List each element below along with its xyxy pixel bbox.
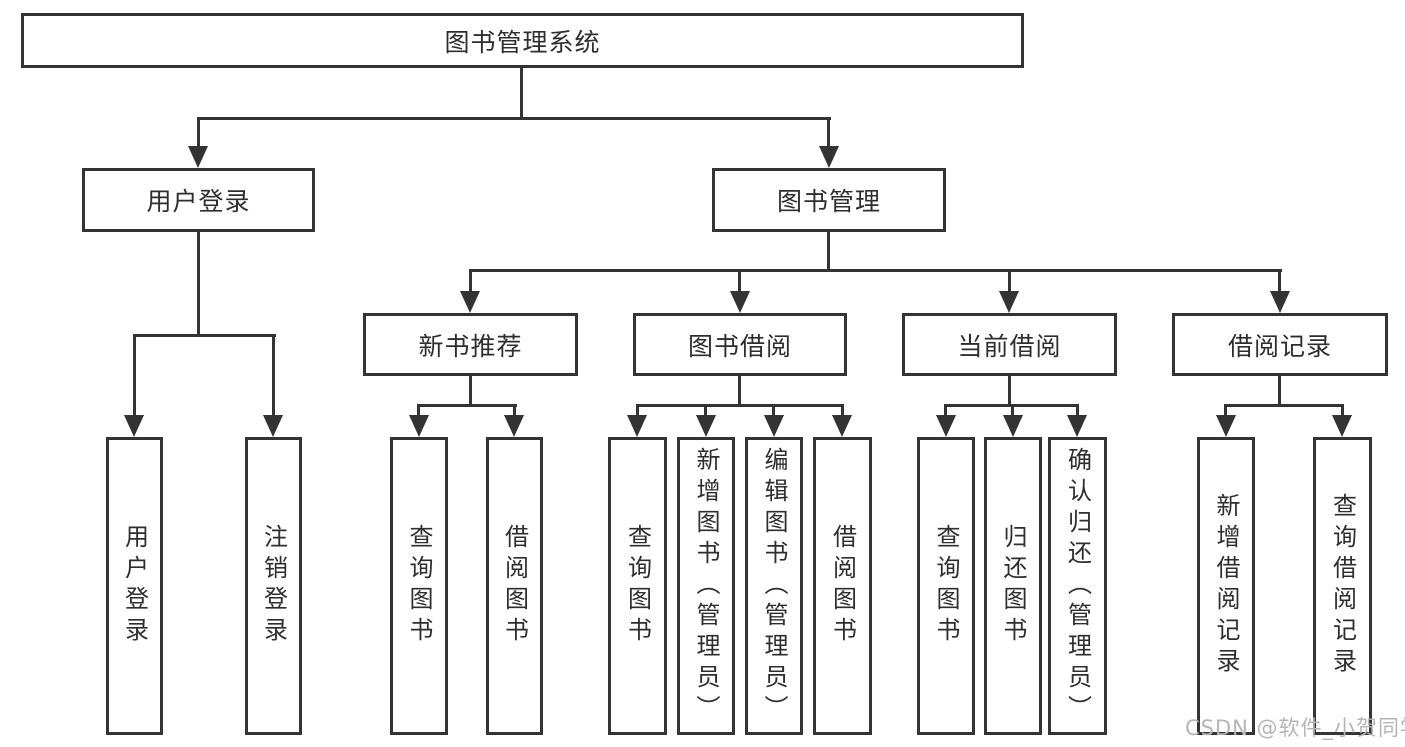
arrowhead-cb-query [936,415,956,437]
connector-to-cb-query [944,404,947,415]
leaf-label: 注销登录 [259,524,288,648]
leaf-label: 编辑图书（管理员） [760,446,788,726]
arrowhead-book-borrowing [730,291,750,313]
node-book-borrowing: 图书借阅 [633,313,847,376]
connector-to-cb-return [1011,404,1014,415]
connector-to-cb-confirm [1076,404,1079,415]
node-borrowing-records: 借阅记录 [1172,313,1388,376]
leaf-logout: 注销登录 [245,437,302,735]
arrowhead-bb-query [627,415,647,437]
leaf-current-return-books: 归还图书 [984,437,1042,735]
leaf-recommend-query-books: 查询图书 [390,437,448,735]
connector-to-bb-add [704,404,707,415]
connector-to-bb-borrow [841,404,844,415]
connector-to-logout [272,334,275,415]
leaf-current-query-books: 查询图书 [917,437,975,735]
connector-book-mgmt-hbar [469,269,1282,272]
connector-book-mgmt-drop [827,232,830,272]
arrowhead-borrowing-records [1270,291,1290,313]
connector-root-hbar [197,117,831,120]
leaf-current-confirm-return-admin: 确认归还（管理员） [1048,437,1107,735]
node-user-login: 用户登录 [82,168,315,232]
node-root-library-system: 图书管理系统 [21,13,1024,68]
arrowhead-br-query [1332,415,1352,437]
connector-to-bb-query [636,404,639,415]
connector-to-book-management [827,117,830,146]
arrowhead-br-add [1216,415,1236,437]
leaf-records-add-record: 新增借阅记录 [1197,437,1255,735]
arrowhead-rec-borrow [504,415,524,437]
connector-to-book-borrowing [738,269,741,291]
connector-current-drop [1008,376,1011,407]
leaf-label: 查询借阅记录 [1328,493,1357,679]
arrowhead-user-login [188,146,208,168]
connector-root-drop [520,68,523,120]
arrowhead-book-management [819,146,839,168]
connector-user-login-drop [197,232,200,337]
leaf-borrowing-query-books: 查询图书 [608,437,667,735]
arrowhead-rec-query [409,415,429,437]
connector-recommend-drop [469,376,472,407]
leaf-label: 查询图书 [405,524,433,648]
connector-to-user-login [197,117,200,146]
connector-to-bb-edit [772,404,775,415]
connector-to-current-borrowing [1008,269,1011,291]
leaf-recommend-borrow-books: 借阅图书 [486,437,543,735]
connector-records-hbar [1224,404,1344,407]
leaf-label: 确认归还（管理员） [1063,446,1092,726]
connector-to-rec-borrow [513,404,516,415]
leaf-label: 查询图书 [623,524,652,648]
connector-to-rec-query [417,404,420,415]
connector-to-new-book-recommend [469,269,472,291]
node-book-management: 图书管理 [712,168,946,232]
connector-to-br-query [1341,404,1344,415]
leaf-label: 借阅图书 [828,524,857,648]
leaf-label: 新增借阅记录 [1212,493,1240,679]
connector-borrowing-hbar [636,404,844,407]
leaf-records-query-record: 查询借阅记录 [1313,437,1372,735]
arrowhead-cb-return [1003,415,1023,437]
csdn-watermark: CSDN @软件_小贺同学 [1185,716,1405,740]
arrowhead-new-book-recommend [460,291,480,313]
arrowhead-bb-edit [764,415,784,437]
leaf-label: 新增图书（管理员） [692,446,720,726]
arrowhead-current-borrowing [999,291,1019,313]
arrowhead-logout [263,415,283,437]
connector-to-br-add [1224,404,1227,415]
node-new-book-recommend: 新书推荐 [363,313,578,376]
connector-borrowing-drop [738,376,741,407]
arrowhead-login [124,415,144,437]
leaf-label: 用户登录 [120,524,149,648]
leaf-borrowing-add-books-admin: 新增图书（管理员） [677,437,735,735]
leaf-borrowing-borrow-books: 借阅图书 [813,437,872,735]
leaf-user-login: 用户登录 [106,437,163,735]
arrowhead-bb-add [696,415,716,437]
connector-recommend-hbar [417,404,517,407]
leaf-label: 借阅图书 [500,524,529,648]
connector-records-drop [1278,376,1281,407]
connector-to-login [133,334,136,415]
node-current-borrowing: 当前借阅 [902,313,1117,376]
leaf-borrowing-edit-books-admin: 编辑图书（管理员） [745,437,803,735]
connector-user-login-hbar [133,334,276,337]
leaf-label: 归还图书 [999,524,1027,648]
arrowhead-bb-borrow [832,415,852,437]
connector-to-borrowing-records [1278,269,1281,291]
leaf-label: 查询图书 [932,524,960,648]
arrowhead-cb-confirm [1067,415,1087,437]
